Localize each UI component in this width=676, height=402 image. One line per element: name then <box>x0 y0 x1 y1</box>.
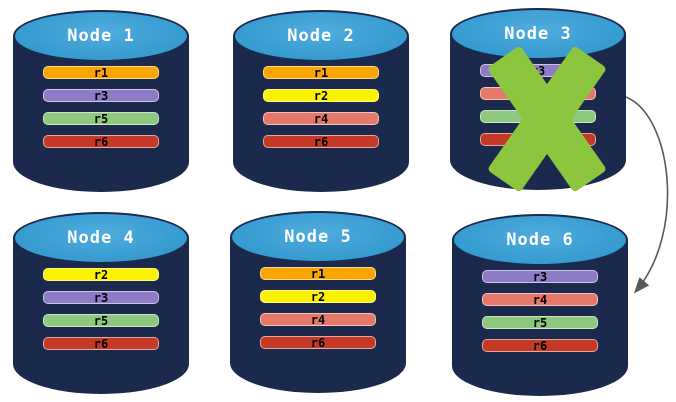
replica-bar-r4: r4 <box>260 313 376 326</box>
cylinder-top: Node 2 <box>233 10 409 62</box>
replica-bar-r2: r2 <box>43 268 159 281</box>
replica-bar-r1: r1 <box>263 66 379 79</box>
cylinder-top: Node 6 <box>452 214 628 266</box>
node-2: Node 2 r1 r2 r4 r6 <box>233 10 409 192</box>
replica-list: r3 r4 r5 r6 <box>482 270 598 352</box>
node-1: Node 1 r1 r3 r5 r6 <box>13 10 189 192</box>
replica-bar-r4: r4 <box>482 293 598 306</box>
node-6: Node 6 r3 r4 r5 r6 <box>452 214 628 396</box>
replica-list: r1 r2 r4 r6 <box>260 267 376 349</box>
node-title: Node 4 <box>67 228 135 248</box>
replica-bar-r6: r6 <box>263 135 379 148</box>
cylinder-top: Node 5 <box>230 211 406 263</box>
cylinder-top: Node 3 <box>450 8 626 60</box>
node-title: Node 5 <box>284 227 352 247</box>
failure-x-mark <box>450 8 626 193</box>
replica-bar-r2: r2 <box>263 89 379 102</box>
replica-bar-r4: r4 <box>263 112 379 125</box>
replica-bar-r6: r6 <box>482 339 598 352</box>
replica-bar-r6: r6 <box>260 336 376 349</box>
node-5: Node 5 r1 r2 r4 r6 <box>230 211 406 393</box>
cylinder-top: Node 4 <box>13 212 189 264</box>
replica-list: r2 r3 r5 r6 <box>43 268 159 350</box>
cylinder-top: Node 1 <box>13 10 189 62</box>
node-title: Node 1 <box>67 26 135 46</box>
replica-bar-r3: r3 <box>482 270 598 283</box>
node-title: Node 3 <box>504 24 572 44</box>
replica-bar-r3: r3 <box>43 89 159 102</box>
replica-list: r1 r3 r5 r6 <box>43 66 159 148</box>
replica-bar-r6: r6 <box>43 337 159 350</box>
replica-bar-r3: r3 <box>43 291 159 304</box>
replica-bar-r2: r2 <box>260 290 376 303</box>
node-title: Node 6 <box>506 230 574 250</box>
replica-bar-r5: r5 <box>482 316 598 329</box>
node-4: Node 4 r2 r3 r5 r6 <box>13 212 189 394</box>
replica-bar-r1: r1 <box>260 267 376 280</box>
replica-list: r1 r2 r4 r6 <box>263 66 379 148</box>
replica-bar-r1: r1 <box>43 66 159 79</box>
node-title: Node 2 <box>287 26 355 46</box>
replica-bar-r6: r6 <box>43 135 159 148</box>
replica-bar-r5: r5 <box>43 112 159 125</box>
failover-arrow-path <box>625 96 669 294</box>
replica-bar-r5: r5 <box>43 314 159 327</box>
